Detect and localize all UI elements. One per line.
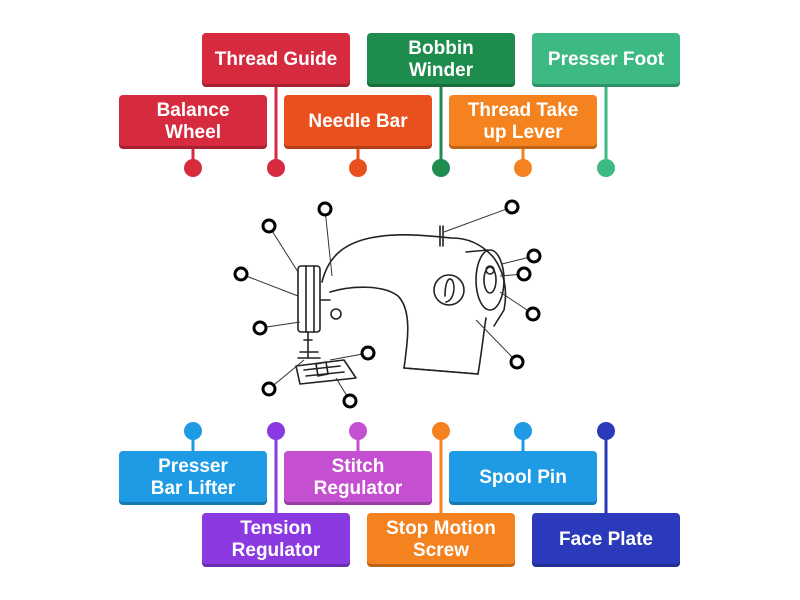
label-stitch-regulator[interactable]: Stitch Regulator [284,451,432,505]
drop-target[interactable] [509,354,525,370]
needle-bar-shape [303,331,313,359]
connector-dot[interactable] [184,422,202,440]
pointer-line [268,225,299,273]
label-text: Tension Regulator [231,518,321,561]
connector-dot[interactable] [267,159,285,177]
label-presser-foot[interactable]: Presser Foot [532,33,680,87]
drop-target[interactable] [317,201,333,217]
label-text: Presser Foot [547,49,665,70]
label-stop-motion-screw[interactable]: Stop Motion Screw [367,513,515,567]
label-spool-pin[interactable]: Spool Pin [449,451,597,505]
connector-dot[interactable] [349,159,367,177]
machine-arm [321,234,507,327]
connector-dot[interactable] [267,422,285,440]
pointer-line [324,208,333,277]
connector-dot[interactable] [349,422,367,440]
label-text: Balance Wheel [156,100,230,143]
connector-dot[interactable] [184,159,202,177]
label-text: Stitch Regulator [313,456,403,499]
connector-dot[interactable] [597,422,615,440]
drop-target[interactable] [233,266,249,282]
connector-dot[interactable] [432,159,450,177]
label-face-plate[interactable]: Face Plate [532,513,680,567]
pointer-line [240,273,299,297]
drop-target[interactable] [360,345,376,361]
drop-target[interactable] [525,306,541,322]
label-tension-regulator[interactable]: Tension Regulator [202,513,350,567]
label-text: Stop Motion Screw [386,518,496,561]
spool-pin-shape [439,225,444,247]
face-plate-shape [297,265,321,333]
machine-pillar [329,286,487,375]
drop-target[interactable] [261,218,277,234]
label-presser-bar-lifter[interactable]: Presser Bar Lifter [119,451,267,505]
pointer-line [443,206,513,233]
drop-target[interactable] [504,199,520,215]
drop-target[interactable] [252,320,268,336]
label-text: Bobbin Winder [408,38,474,81]
bed-plate-shape [295,359,357,385]
label-text: Needle Bar [308,111,408,132]
drop-target[interactable] [526,248,542,264]
connector-dot[interactable] [514,159,532,177]
label-text: Thread Guide [214,49,338,70]
pointer-line [268,359,305,390]
label-text: Spool Pin [479,467,567,488]
balance-wheel-shape [475,249,505,311]
drop-target[interactable] [342,393,358,409]
connector-dot[interactable] [432,422,450,440]
label-text: Thread Take up Lever [467,100,579,143]
label-thread-guide[interactable]: Thread Guide [202,33,350,87]
label-bobbin-winder[interactable]: Bobbin Winder [367,33,515,87]
label-balance-wheel[interactable]: Balance Wheel [119,95,267,149]
label-needle-bar[interactable]: Needle Bar [284,95,432,149]
connector-dot[interactable] [514,422,532,440]
pointer-line [475,319,518,363]
label-text: Face Plate [559,529,653,550]
drop-target[interactable] [261,381,277,397]
label-thread-take-up-lever[interactable]: Thread Take up Lever [449,95,597,149]
drop-target[interactable] [516,266,532,282]
label-text: Presser Bar Lifter [150,456,236,499]
connector-dot[interactable] [597,159,615,177]
